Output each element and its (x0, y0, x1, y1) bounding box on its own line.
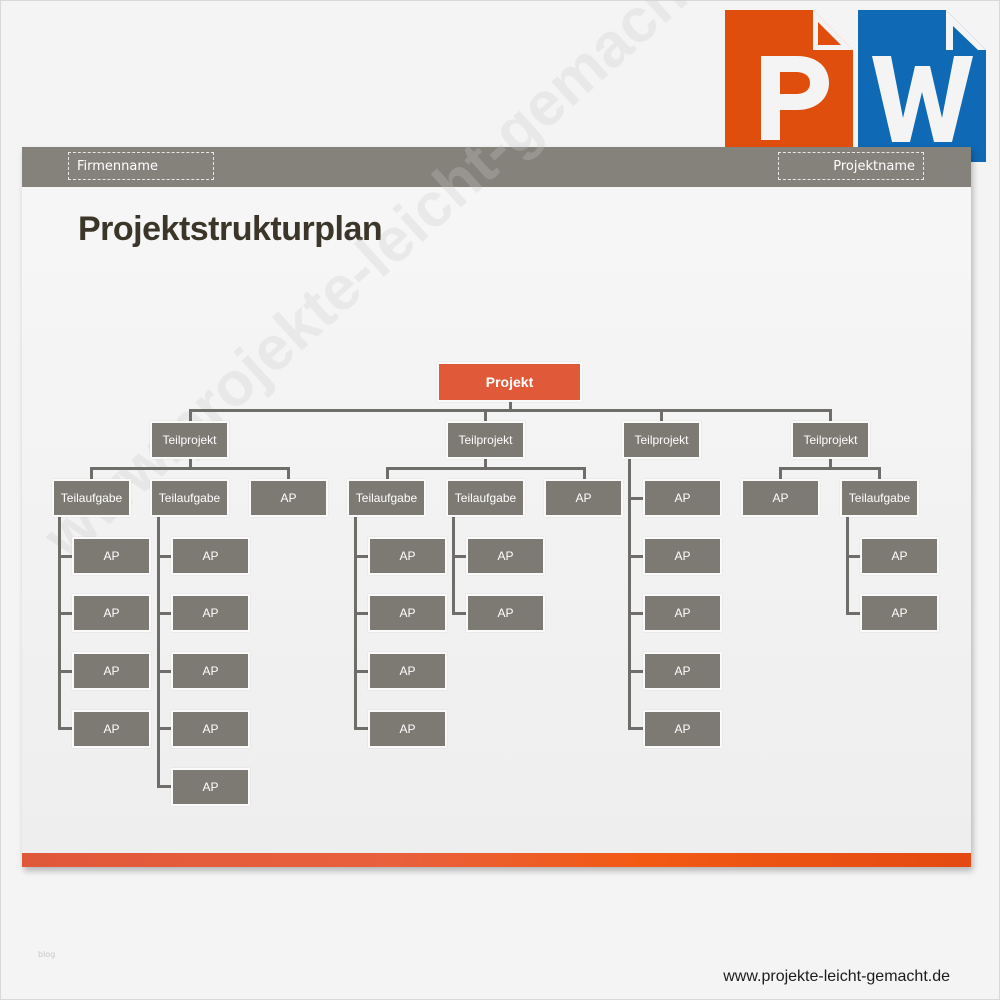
wbs-work-package-node[interactable]: AP (72, 710, 151, 748)
wbs-work-package-node[interactable]: AP (643, 479, 722, 517)
wbs-subproject-node[interactable]: Teilprojekt (791, 421, 870, 459)
wbs-work-package-node[interactable]: AP (171, 537, 250, 575)
wbs-subproject-node[interactable]: Teilprojekt (622, 421, 701, 459)
wbs-work-package-node[interactable]: AP (171, 710, 250, 748)
wbs-work-package-node[interactable]: AP (72, 537, 151, 575)
wbs-work-package-node[interactable]: AP (860, 537, 939, 575)
wbs-subproject-node[interactable]: Teilprojekt (150, 421, 229, 459)
wbs-work-package-node[interactable]: AP (860, 594, 939, 632)
wbs-task-node[interactable]: Teilaufgabe (347, 479, 426, 517)
slide-bottom-bar (22, 853, 971, 867)
wbs-work-package-node[interactable]: AP (466, 537, 545, 575)
word-file-icon (858, 10, 986, 162)
wbs-work-package-node[interactable]: AP (249, 479, 328, 517)
wbs-work-package-node[interactable]: AP (466, 594, 545, 632)
wbs-work-package-node[interactable]: AP (368, 710, 447, 748)
wbs-work-package-node[interactable]: AP (171, 652, 250, 690)
wbs-task-node[interactable]: Teilaufgabe (446, 479, 525, 517)
company-name-placeholder[interactable]: Firmenname (68, 152, 214, 180)
wbs-work-package-node[interactable]: AP (643, 710, 722, 748)
wbs-work-package-node[interactable]: AP (741, 479, 820, 517)
footer-website-link[interactable]: www.projekte-leicht-gemacht.de (723, 968, 950, 985)
wbs-work-package-node[interactable]: AP (643, 594, 722, 632)
powerpoint-file-icon (725, 10, 853, 162)
wbs-work-package-node[interactable]: AP (368, 652, 447, 690)
wbs-work-package-node[interactable]: AP (72, 594, 151, 632)
wbs-root-node[interactable]: Projekt (437, 362, 582, 402)
wbs-work-package-node[interactable]: AP (368, 594, 447, 632)
wbs-subproject-node[interactable]: Teilprojekt (446, 421, 525, 459)
wbs-work-package-node[interactable]: AP (72, 652, 151, 690)
slide-title: Projektstrukturplan (78, 210, 383, 248)
slide-header-bar: Firmenname Projektname (22, 147, 971, 187)
wbs-task-node[interactable]: Teilaufgabe (840, 479, 919, 517)
project-name-placeholder[interactable]: Projektname (778, 152, 924, 180)
wbs-work-package-node[interactable]: AP (643, 652, 722, 690)
wbs-work-package-node[interactable]: AP (171, 594, 250, 632)
wbs-work-package-node[interactable]: AP (171, 768, 250, 806)
wbs-work-package-node[interactable]: AP (368, 537, 447, 575)
wbs-work-package-node[interactable]: AP (544, 479, 623, 517)
wbs-task-node[interactable]: Teilaufgabe (52, 479, 131, 517)
blog-label: blog (38, 950, 56, 959)
wbs-task-node[interactable]: Teilaufgabe (150, 479, 229, 517)
wbs-work-package-node[interactable]: AP (643, 537, 722, 575)
